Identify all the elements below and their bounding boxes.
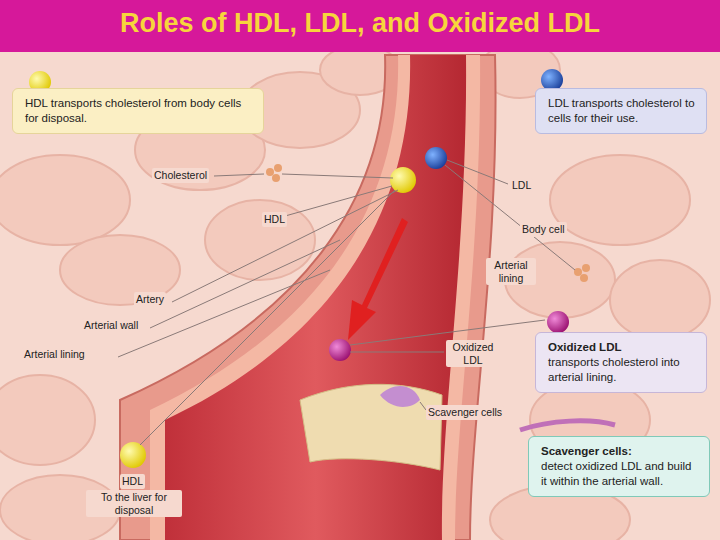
scavenger-callout: Scavenger cells:detect oxidized LDL and … bbox=[528, 436, 710, 497]
illustration-part bbox=[274, 164, 282, 172]
body-cells bbox=[0, 42, 710, 540]
part-label: Arterial lining bbox=[22, 347, 87, 362]
ldl-callout: LDL transports cholesterol to cells for … bbox=[535, 88, 707, 134]
illustration-part bbox=[140, 190, 395, 445]
illustration-part bbox=[574, 268, 582, 276]
hdl-particle bbox=[390, 167, 416, 193]
illustration-part bbox=[214, 174, 264, 176]
callout-text: LDL transports cholesterol to cells for … bbox=[548, 96, 697, 126]
oxidized-ldl-callout: Oxidized LDLtransports cholesterol into … bbox=[535, 332, 707, 393]
plaque bbox=[300, 384, 442, 470]
illustration-part bbox=[582, 264, 590, 272]
callout-text: detect oxidized LDL and build it within … bbox=[541, 459, 700, 489]
illustration-part bbox=[150, 240, 340, 328]
hdl-particle bbox=[120, 442, 146, 468]
diagram-title: Roles of HDL, LDL, and Oxidized LDL bbox=[0, 8, 720, 39]
illustration-part bbox=[550, 155, 690, 245]
illustration-part bbox=[445, 165, 575, 270]
cholesterol-molecule bbox=[574, 264, 590, 282]
leader-lines bbox=[118, 160, 575, 445]
part-label: Cholesterol bbox=[152, 168, 209, 183]
callout-text: HDL transports cholesterol from body cel… bbox=[25, 96, 254, 126]
flow-arrow bbox=[348, 218, 408, 340]
part-label: LDL bbox=[510, 178, 533, 193]
illustration-part bbox=[610, 260, 710, 340]
illustration-part bbox=[350, 352, 444, 353]
ldl-particle bbox=[425, 147, 447, 169]
part-label: Oxidized LDL bbox=[446, 340, 500, 367]
callout-text: transports cholesterol into arterial lin… bbox=[548, 355, 697, 385]
part-label: HDL bbox=[120, 474, 145, 489]
part-label: Arterial lining bbox=[486, 258, 536, 285]
illustration-part bbox=[272, 174, 280, 182]
illustration-part bbox=[580, 274, 588, 282]
part-label: Body cell bbox=[520, 222, 567, 237]
part-label: Arterial wall bbox=[82, 318, 140, 333]
hdl-callout: HDL transports cholesterol from body cel… bbox=[12, 88, 264, 134]
illustration-part bbox=[172, 190, 398, 302]
part-label: Artery bbox=[134, 292, 166, 307]
illustration-part bbox=[547, 311, 569, 333]
illustration-part bbox=[447, 160, 508, 184]
illustration-part bbox=[520, 421, 615, 430]
part-label: To the liver for disposal bbox=[86, 490, 182, 517]
illustration-part bbox=[0, 375, 95, 465]
illustration-part bbox=[0, 155, 130, 245]
callout-heading: Oxidized LDL bbox=[548, 340, 697, 355]
oxidized-ldl-particle bbox=[329, 339, 351, 361]
part-label: Scavenger cells bbox=[426, 405, 504, 420]
cholesterol-molecule bbox=[266, 164, 282, 182]
callout-heading: Scavenger cells: bbox=[541, 444, 700, 459]
illustration-part bbox=[282, 174, 393, 178]
illustration-part bbox=[266, 168, 274, 176]
scavenger-cell bbox=[380, 386, 420, 407]
illustration-part bbox=[118, 270, 330, 357]
part-label: HDL bbox=[262, 212, 287, 227]
